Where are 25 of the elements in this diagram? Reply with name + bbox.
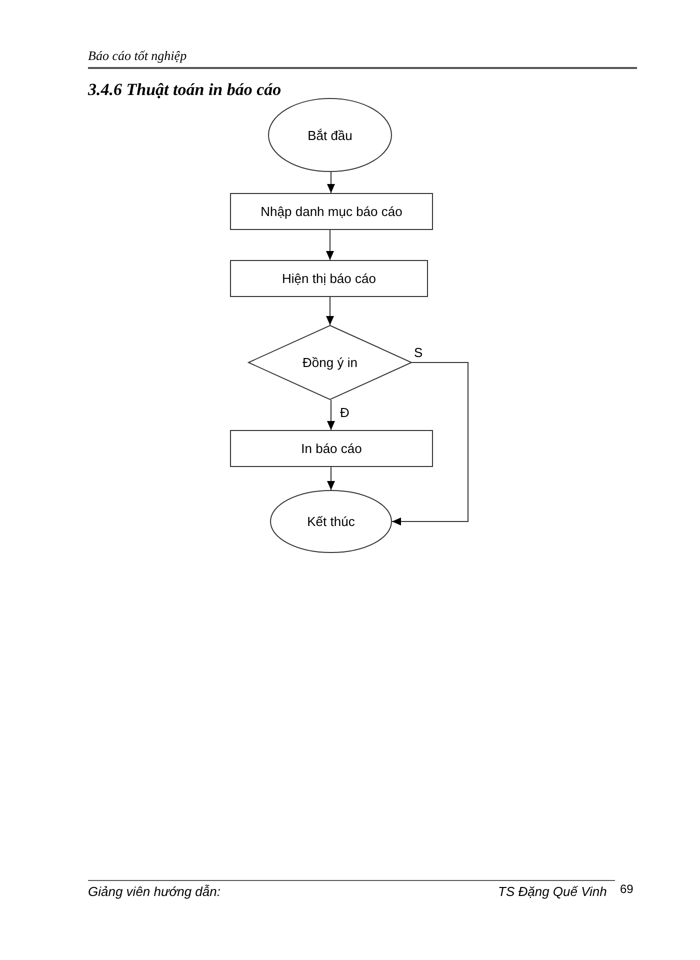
node-text: Hiện thị báo cáo: [282, 271, 376, 286]
footer-text: Giảng viên hướng dẫn:: [88, 884, 220, 899]
process-box: [230, 430, 433, 467]
decision-diamond: [248, 325, 412, 400]
page-header-text: Báo cáo tốt nghiệp: [88, 48, 187, 64]
arrow: [392, 362, 468, 526]
page-number: 69: [620, 882, 634, 896]
node-text: Bắt đầu: [308, 128, 352, 142]
node-text: In báo cáo: [301, 441, 362, 456]
terminal-ellipse: [270, 490, 392, 553]
arrow: [327, 466, 335, 490]
process-box: [230, 260, 428, 297]
node-text: Nhập danh mục báo cáo: [260, 204, 402, 219]
node-text: Kết thúc: [307, 514, 355, 529]
arrow: [327, 400, 335, 430]
footer-text: TS Đặng Quế Vinh: [498, 884, 607, 899]
edge-label: Đ: [339, 406, 350, 420]
arrow: [326, 296, 334, 326]
edge-label: S: [413, 346, 424, 360]
arrow: [326, 230, 334, 260]
arrow: [327, 172, 335, 194]
terminal-ellipse: [268, 98, 392, 172]
process-box: [230, 193, 433, 230]
section-heading: 3.4.6 Thuật toán in báo cáo: [88, 80, 282, 100]
node-text: Đồng ý in: [302, 355, 358, 370]
